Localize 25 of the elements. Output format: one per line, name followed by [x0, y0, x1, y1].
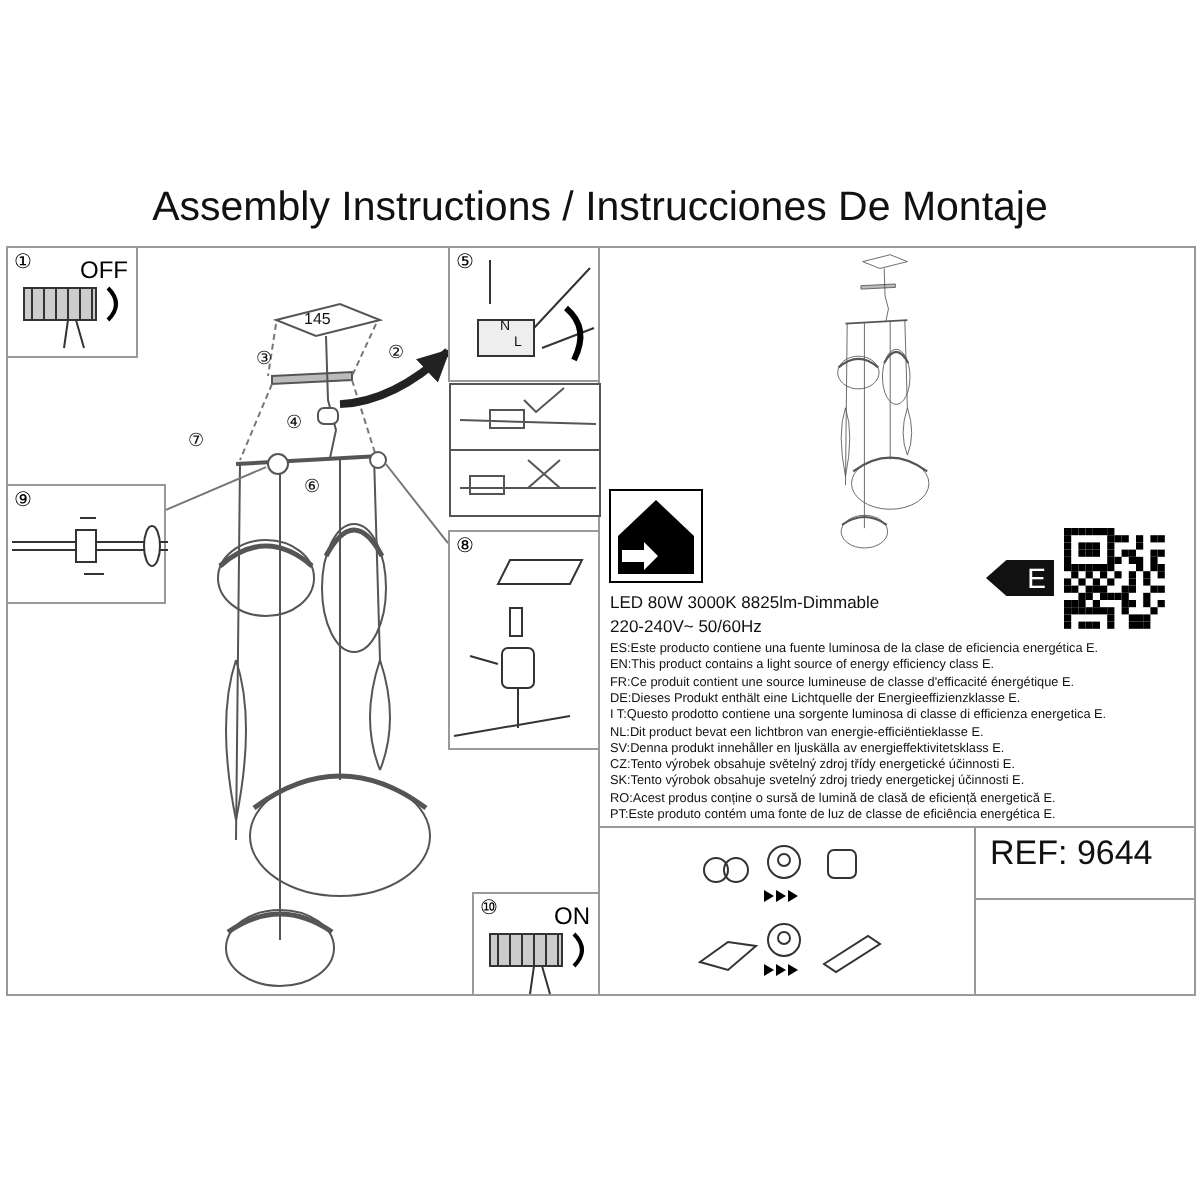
switch-state-label: OFF: [80, 256, 128, 284]
step-number: ⑤: [456, 252, 474, 274]
step-number: ⑧: [456, 536, 474, 558]
dimension-label: 145: [304, 312, 331, 328]
step-panel: [448, 246, 600, 382]
energy-class-badge: E: [986, 560, 1054, 596]
step-number: ⑩: [480, 898, 498, 920]
step-number: ③: [256, 352, 273, 370]
leader-line: [165, 466, 267, 511]
step-number: ⑦: [188, 434, 205, 452]
reference-number: REF: 9644: [990, 836, 1153, 870]
step-panel: [6, 484, 166, 604]
switch-state-label: ON: [554, 902, 590, 930]
step-number: ⑨: [14, 490, 32, 512]
step-panel: [472, 892, 600, 996]
step-number: ⑥: [304, 480, 321, 498]
step-number: ①: [14, 252, 32, 274]
step-panel: [6, 246, 138, 358]
curved-arrow: [339, 348, 451, 409]
title: Assembly Instructions / Instrucciones De Montaje: [150, 188, 1050, 229]
step-number: ②: [388, 346, 405, 364]
fixing-point-drawing: [266, 450, 290, 474]
step-number: ④: [286, 416, 303, 434]
leader-line: [384, 463, 449, 545]
step-panel: [448, 530, 600, 750]
